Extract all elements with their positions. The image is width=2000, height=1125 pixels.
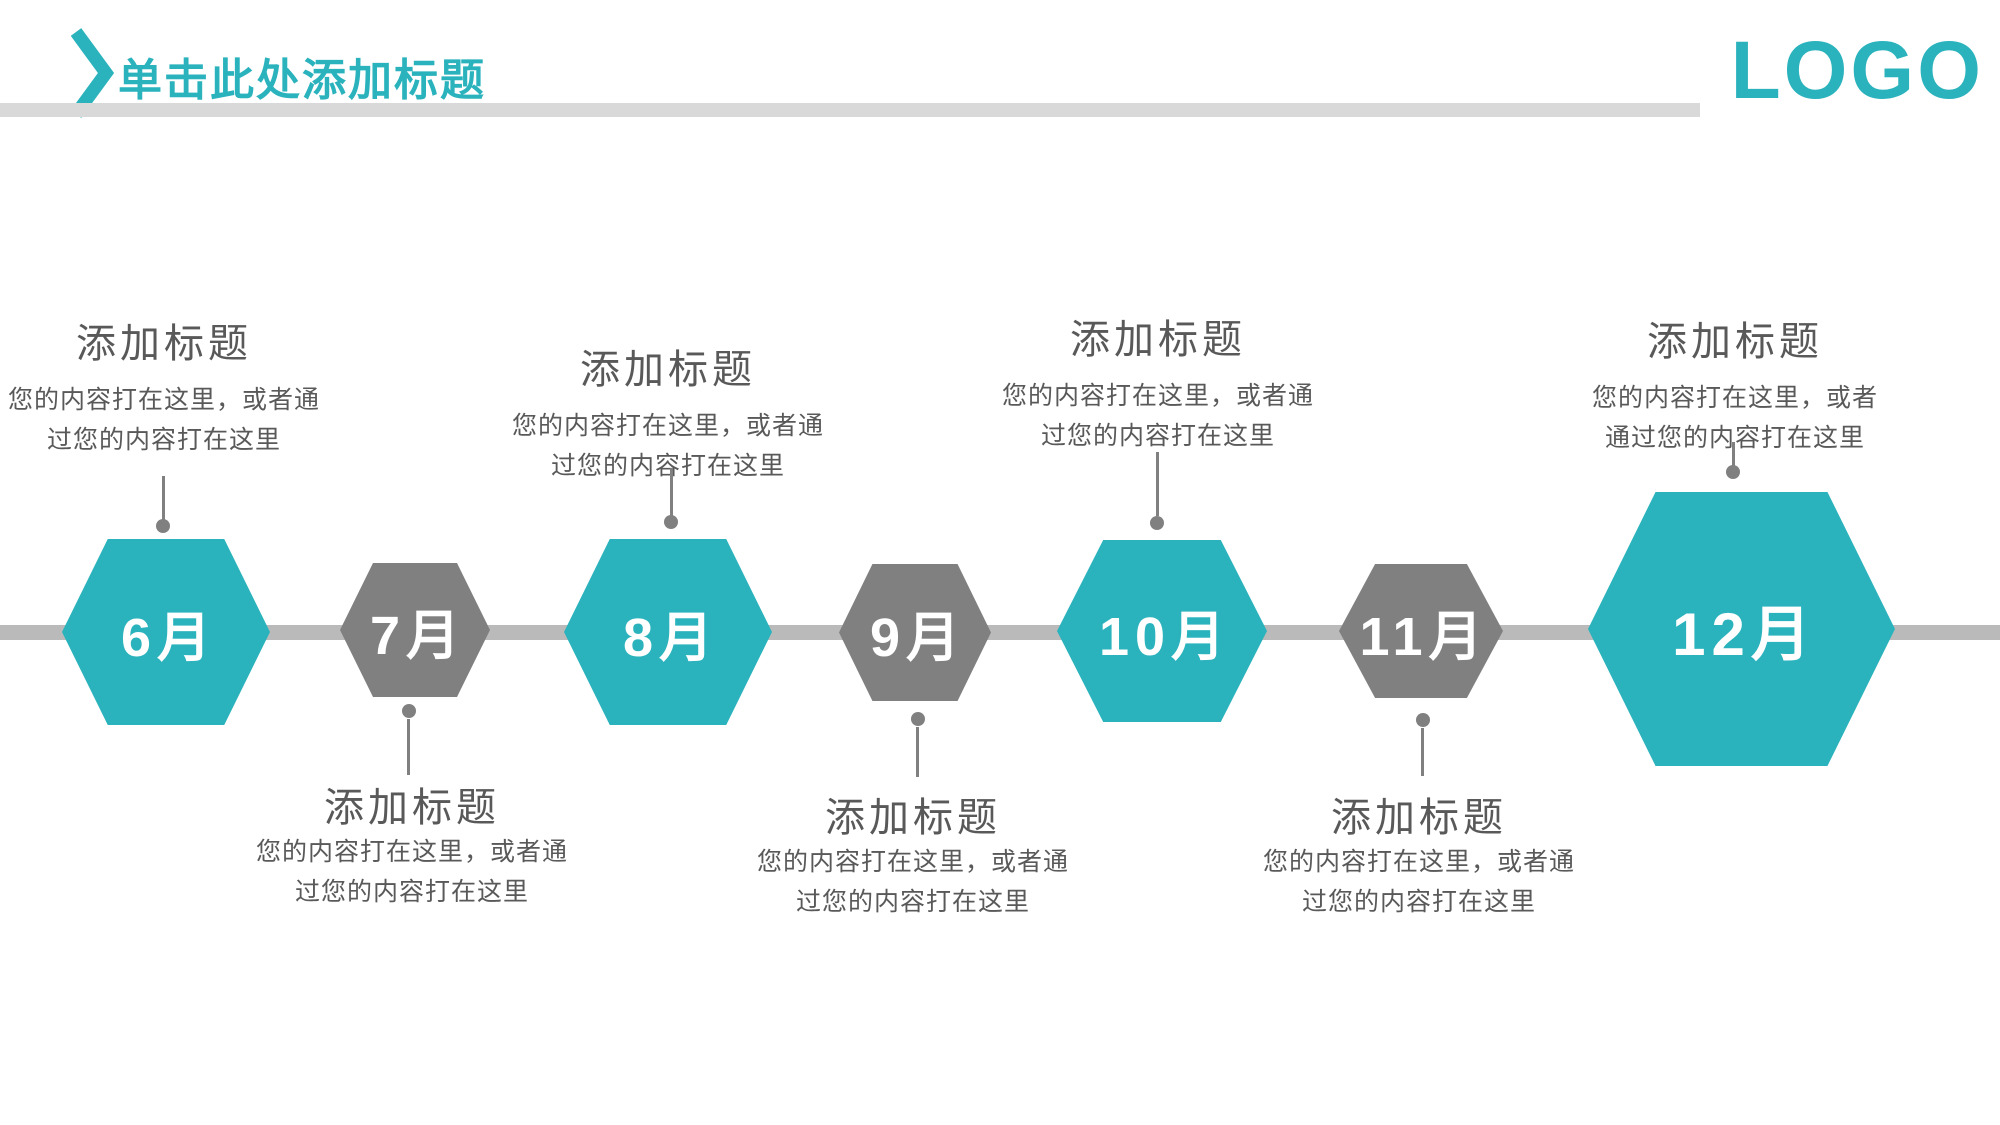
item4-text-block: 添加标题 您的内容打在这里，或者通 过您的内容打在这里: [678, 796, 1148, 922]
item6-text-block: 添加标题 您的内容打在这里，或者通 过您的内容打在这里: [1184, 796, 1654, 922]
header-title: 单击此处添加标题: [118, 56, 486, 105]
chevron-right-icon: [70, 28, 114, 118]
item3-connector-line: [670, 468, 673, 516]
item6-body: 您的内容打在这里，或者通 过您的内容打在这里: [1184, 842, 1654, 922]
item5-connector-line: [1156, 452, 1159, 516]
item2-connector-dot: [402, 704, 416, 718]
item7-month-label: 12月: [1672, 600, 1817, 668]
item5-month-label: 10月: [1098, 606, 1232, 667]
header-divider: [0, 103, 1700, 117]
item3-month-label: 8月: [622, 607, 720, 668]
item1-connector-dot: [156, 519, 170, 533]
item5-connector-dot: [1150, 516, 1164, 530]
logo-text: LOGO: [1730, 25, 1984, 116]
item4-hexagon: 9月: [839, 564, 991, 701]
item7-connector-line: [1732, 442, 1735, 466]
item1-title: 添加标题: [76, 322, 252, 366]
item5-body-line1: 您的内容打在这里，或者通: [1001, 382, 1314, 410]
item4-body-line1: 您的内容打在这里，或者通: [756, 848, 1069, 876]
item6-month-label: 11月: [1359, 606, 1489, 667]
item2-text-block: 添加标题 您的内容打在这里，或者通 过您的内容打在这里: [177, 786, 647, 912]
item4-month-label: 9月: [869, 608, 967, 668]
item6-connector-line: [1421, 728, 1424, 776]
item7-body: 您的内容打在这里，或者 通过您的内容打在这里: [1500, 378, 1970, 458]
item3-hexagon: 8月: [564, 539, 772, 725]
item4-connector-dot: [911, 712, 925, 726]
item7-body-line1: 您的内容打在这里，或者: [1591, 384, 1878, 412]
item4-connector-line: [916, 727, 919, 777]
item5-body-line2: 过您的内容打在这里: [1040, 422, 1275, 450]
item5-title: 添加标题: [1070, 318, 1246, 362]
item6-body-line2: 过您的内容打在这里: [1301, 888, 1536, 916]
item2-connector-line: [407, 719, 410, 775]
item2-hexagon: 7月: [340, 563, 490, 697]
item4-title: 添加标题: [825, 796, 1001, 840]
item1-connector-line: [162, 476, 165, 520]
item7-body-line2: 通过您的内容打在这里: [1604, 424, 1865, 452]
item6-hexagon: 11月: [1339, 564, 1503, 698]
item7-text-block: 添加标题 您的内容打在这里，或者 通过您的内容打在这里: [1500, 320, 1970, 458]
item7-connector-dot: [1726, 465, 1740, 479]
item3-body-line1: 您的内容打在这里，或者通: [511, 412, 824, 440]
item3-body: 您的内容打在这里，或者通 过您的内容打在这里: [433, 406, 903, 486]
item3-body-line2: 过您的内容打在这里: [550, 452, 785, 480]
item2-body: 您的内容打在这里，或者通 过您的内容打在这里: [177, 832, 647, 912]
item3-text-block: 添加标题 您的内容打在这里，或者通 过您的内容打在这里: [433, 348, 903, 486]
item6-connector-dot: [1416, 713, 1430, 727]
item6-title: 添加标题: [1331, 796, 1507, 840]
item1-month-label: 6月: [120, 607, 218, 668]
item3-title: 添加标题: [580, 348, 756, 392]
item2-month-label: 7月: [369, 605, 467, 666]
item6-body-line1: 您的内容打在这里，或者通: [1262, 848, 1575, 876]
item7-hexagon: 12月: [1588, 492, 1895, 766]
item5-hexagon: 10月: [1057, 540, 1267, 722]
item3-connector-dot: [664, 515, 678, 529]
item1-body-line1: 您的内容打在这里，或者通: [7, 386, 320, 414]
item7-title: 添加标题: [1647, 320, 1823, 364]
item1-text-block: 添加标题 您的内容打在这里，或者通 过您的内容打在这里: [0, 322, 399, 460]
item4-body: 您的内容打在这里，或者通 过您的内容打在这里: [678, 842, 1148, 922]
item2-body-line1: 您的内容打在这里，或者通: [255, 838, 568, 866]
item5-body: 您的内容打在这里，或者通 过您的内容打在这里: [923, 376, 1393, 456]
item1-hexagon: 6月: [62, 539, 270, 725]
item5-text-block: 添加标题 您的内容打在这里，或者通 过您的内容打在这里: [923, 318, 1393, 456]
item2-title: 添加标题: [324, 786, 500, 830]
item1-body-line2: 过您的内容打在这里: [46, 426, 281, 454]
item4-body-line2: 过您的内容打在这里: [795, 888, 1030, 916]
item1-body: 您的内容打在这里，或者通 过您的内容打在这里: [0, 380, 399, 460]
item2-body-line2: 过您的内容打在这里: [294, 878, 529, 906]
